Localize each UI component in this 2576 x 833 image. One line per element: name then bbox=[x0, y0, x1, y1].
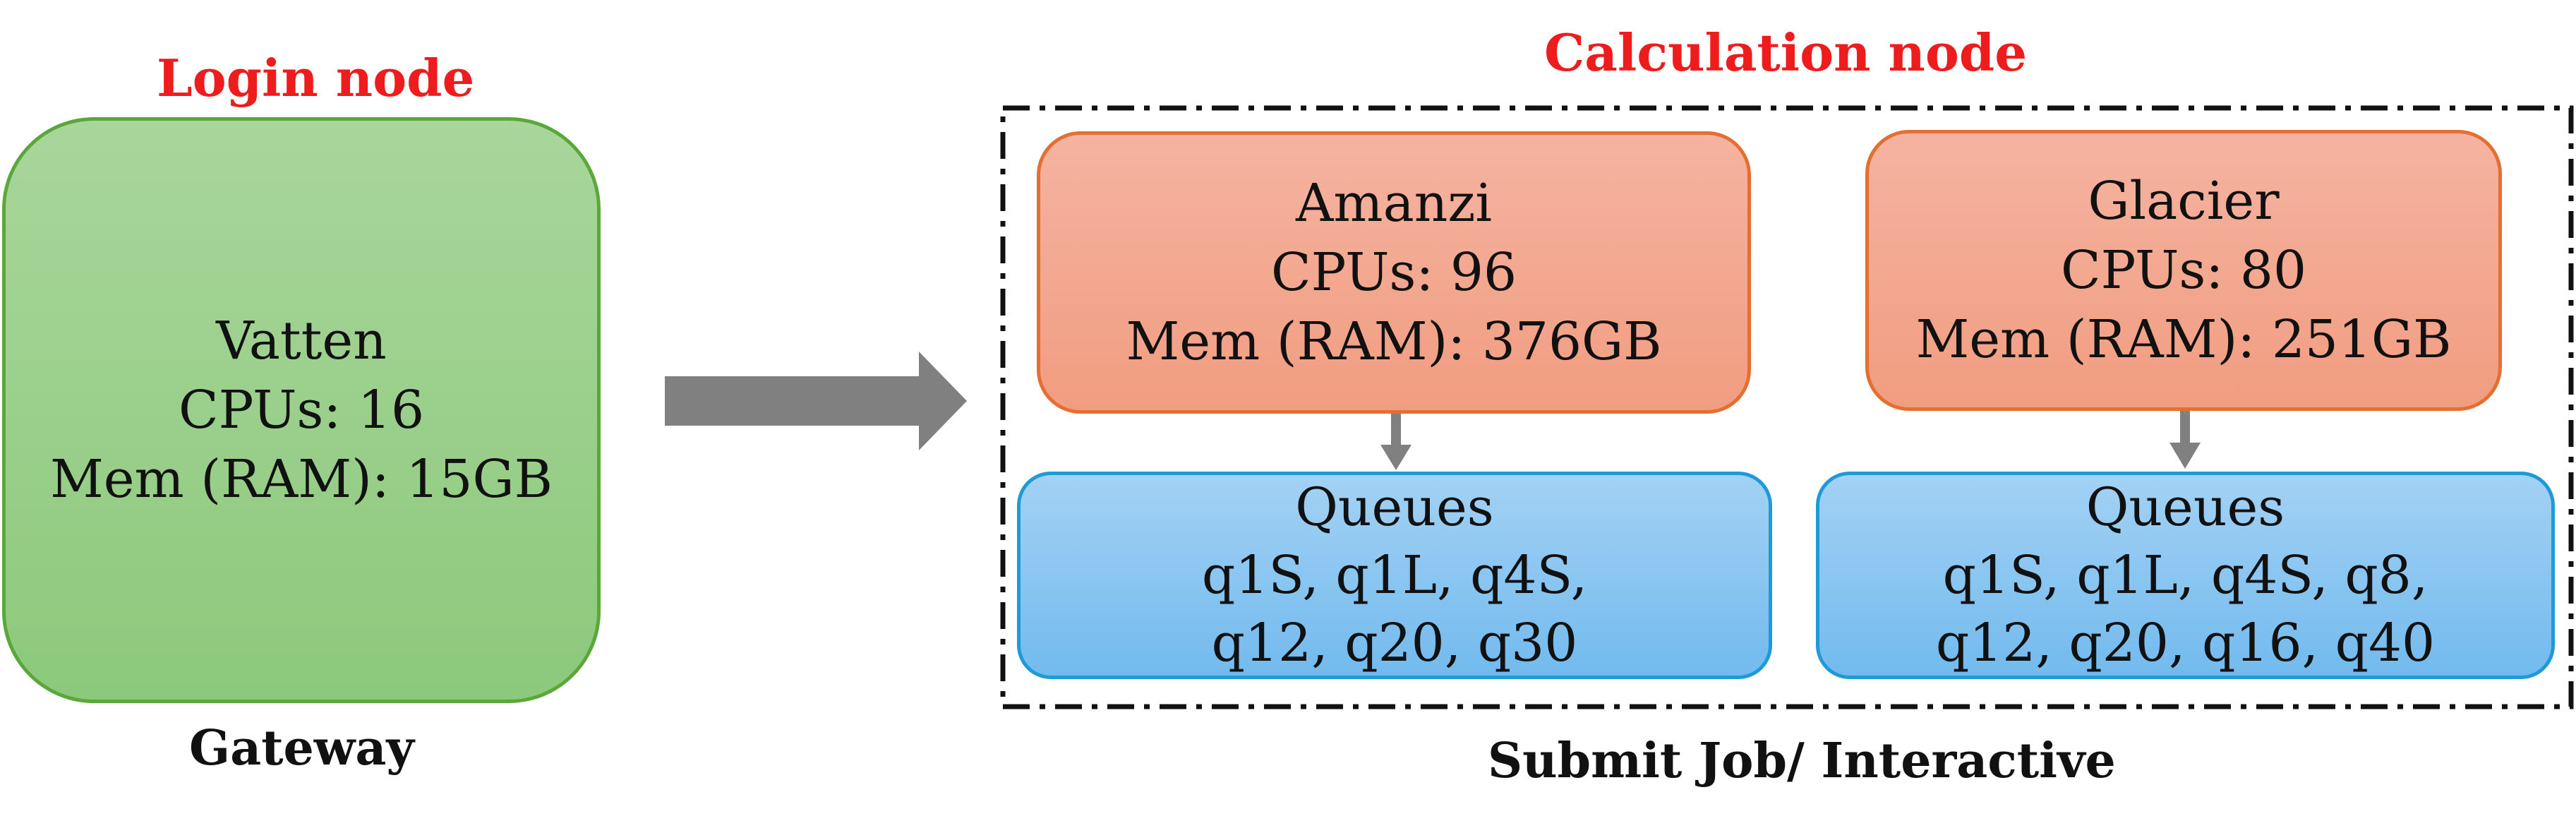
login-node-name: Vatten bbox=[216, 311, 387, 371]
glacier-node-box: Glacier CPUs: 80 Mem (RAM): 251GB bbox=[1865, 130, 2502, 411]
amanzi-queues-title: Queues bbox=[1295, 477, 1494, 538]
amanzi-node-mem: Mem (RAM): 376GB bbox=[1126, 311, 1662, 372]
login-node-cpus: CPUs: 16 bbox=[178, 380, 425, 441]
login-node-mem: Mem (RAM): 15GB bbox=[49, 449, 553, 510]
calculation-node-heading: Calculation node bbox=[1544, 23, 2028, 83]
calculation-cluster-border bbox=[1000, 105, 2574, 709]
login-node-box: Vatten CPUs: 16 Mem (RAM): 15GB bbox=[2, 117, 601, 703]
glacier-queues-line-2: q12, q20, q16, q40 bbox=[1935, 613, 2436, 673]
glacier-node-name: Glacier bbox=[2088, 171, 2280, 232]
amanzi-node-box: Amanzi CPUs: 96 Mem (RAM): 376GB bbox=[1037, 131, 1751, 414]
amanzi-queues-line-2: q12, q20, q30 bbox=[1211, 613, 1578, 673]
gateway-to-cluster-arrow bbox=[665, 352, 967, 450]
glacier-node-mem: Mem (RAM): 251GB bbox=[1915, 309, 2452, 370]
amanzi-queues-line-1: q1S, q1L, q4S, bbox=[1201, 545, 1588, 606]
glacier-queues-title: Queues bbox=[2086, 477, 2285, 538]
calculation-node-caption: Submit Job/ Interactive bbox=[1488, 733, 2116, 789]
glacier-node-cpus: CPUs: 80 bbox=[2060, 240, 2307, 301]
amanzi-to-queues-arrow bbox=[1380, 412, 1412, 470]
amanzi-queues-box: Queues q1S, q1L, q4S, q12, q20, q30 bbox=[1017, 472, 1772, 679]
login-node-heading: Login node bbox=[157, 48, 475, 108]
glacier-to-queues-arrow bbox=[2169, 409, 2201, 469]
login-node-caption: Gateway bbox=[189, 720, 414, 777]
amanzi-node-name: Amanzi bbox=[1295, 173, 1493, 234]
glacier-queues-box: Queues q1S, q1L, q4S, q8, q12, q20, q16,… bbox=[1816, 472, 2555, 679]
glacier-queues-line-1: q1S, q1L, q4S, q8, bbox=[1942, 545, 2428, 606]
amanzi-node-cpus: CPUs: 96 bbox=[1270, 242, 1517, 303]
